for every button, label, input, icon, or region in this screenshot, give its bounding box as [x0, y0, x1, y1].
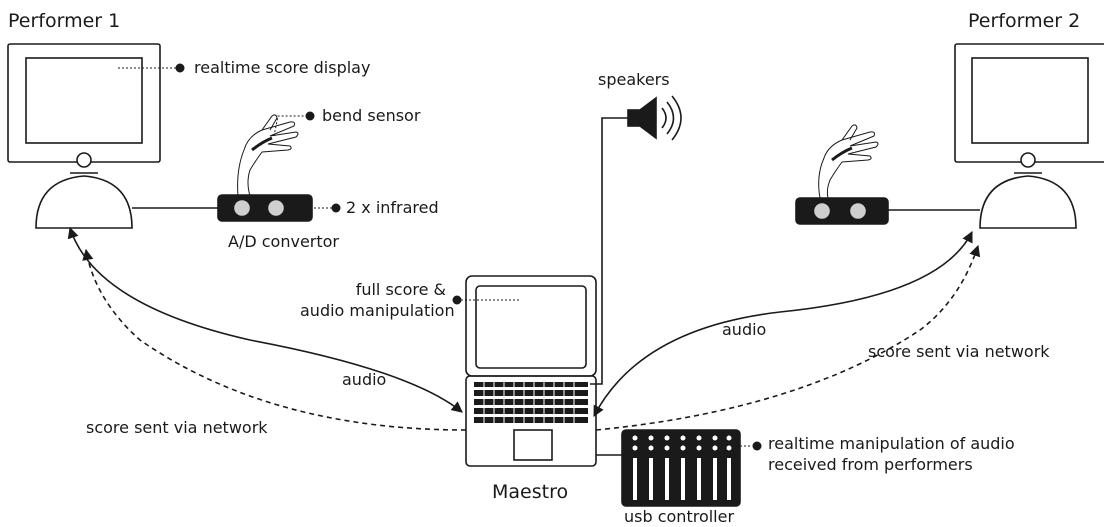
hand-sensor-right	[818, 124, 879, 199]
label-full-score-1: full score &	[355, 280, 446, 299]
label-speakers: speakers	[598, 70, 670, 89]
label-usb-controller: usb controller	[624, 507, 735, 526]
label-infrared: 2 x infrared	[346, 198, 439, 217]
score-link-left	[82, 248, 467, 431]
audio-link-left	[67, 226, 463, 413]
performer1-monitor	[7, 43, 161, 229]
label-maestro: Maestro	[492, 481, 569, 503]
ad-convertor-right	[795, 197, 889, 225]
label-realtime-score-display: realtime score display	[194, 58, 371, 77]
label-score-network-left: score sent via network	[86, 418, 268, 437]
pointer-dot-usb	[752, 441, 762, 451]
label-ad-convertor: A/D convertor	[228, 232, 339, 251]
pointer-dot-score-display	[175, 63, 185, 73]
performer1-title: Performer 1	[8, 10, 121, 32]
label-audio-right: audio	[722, 320, 767, 339]
label-bend-sensor: bend sensor	[322, 106, 421, 125]
label-score-network-right: score sent via network	[868, 342, 1050, 361]
audio-link-right	[593, 230, 973, 417]
pointer-dot-bend-sensor	[305, 111, 315, 121]
speaker-icon	[627, 95, 682, 141]
laptop-keyboard	[474, 382, 588, 423]
performer2-monitor	[954, 43, 1104, 229]
label-realtime-manip-2: received from performers	[768, 455, 973, 474]
pointer-dot-infrared	[331, 203, 341, 213]
label-realtime-manip-1: realtime manipulation of audio	[768, 434, 1015, 453]
performer2-title: Performer 2	[968, 10, 1081, 32]
label-audio-left: audio	[342, 370, 387, 389]
maestro-laptop	[465, 275, 597, 467]
hand-sensor-left	[237, 114, 299, 197]
ad-convertor-left	[217, 194, 313, 222]
label-full-score-2: audio manipulation	[300, 301, 455, 320]
score-link-right	[595, 244, 981, 431]
